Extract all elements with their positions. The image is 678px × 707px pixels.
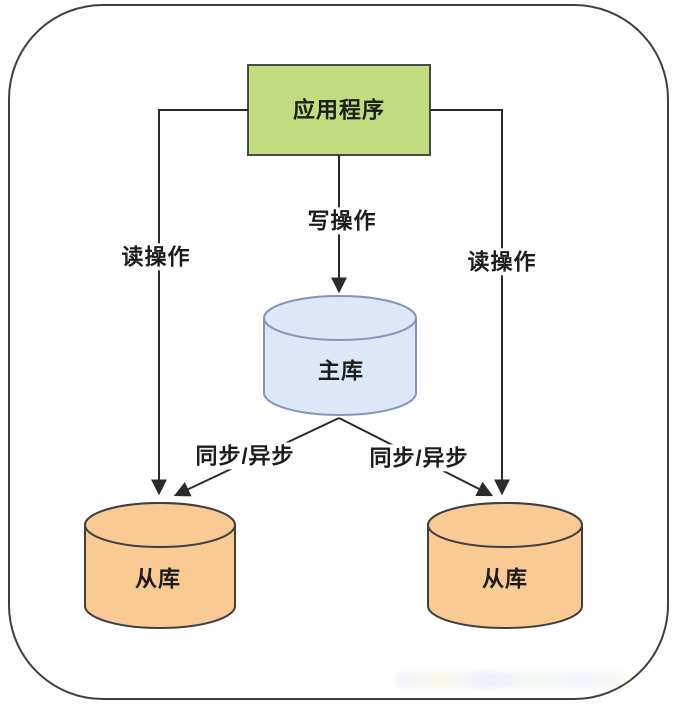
slave-db-right-cylinder-top xyxy=(427,502,583,548)
sync-left-edge-label: 同步/异步 xyxy=(190,442,300,470)
read-right-edge-label: 读操作 xyxy=(462,248,542,276)
slave-db-left-label: 从库 xyxy=(134,566,182,592)
slave-db-left-cylinder-top xyxy=(84,502,236,548)
read-right-connector xyxy=(430,109,510,496)
master-db-cylinder-top xyxy=(263,295,417,341)
slave-db-right-label: 从库 xyxy=(481,566,529,592)
slave-db-left-cylinder xyxy=(84,502,236,629)
application-node-label: 应用程序 xyxy=(292,97,386,123)
rounded-frame-border xyxy=(8,4,669,700)
master-db-label: 主库 xyxy=(317,358,365,384)
master-db-cylinder xyxy=(263,295,417,416)
write-edge-label: 写操作 xyxy=(302,207,382,235)
read-left-edge-label: 读操作 xyxy=(116,243,196,271)
slave-db-right-cylinder xyxy=(427,502,583,629)
sync-right-edge-label: 同步/异步 xyxy=(364,444,474,472)
faint-watermark xyxy=(395,672,630,688)
read-left-connector xyxy=(151,109,248,496)
